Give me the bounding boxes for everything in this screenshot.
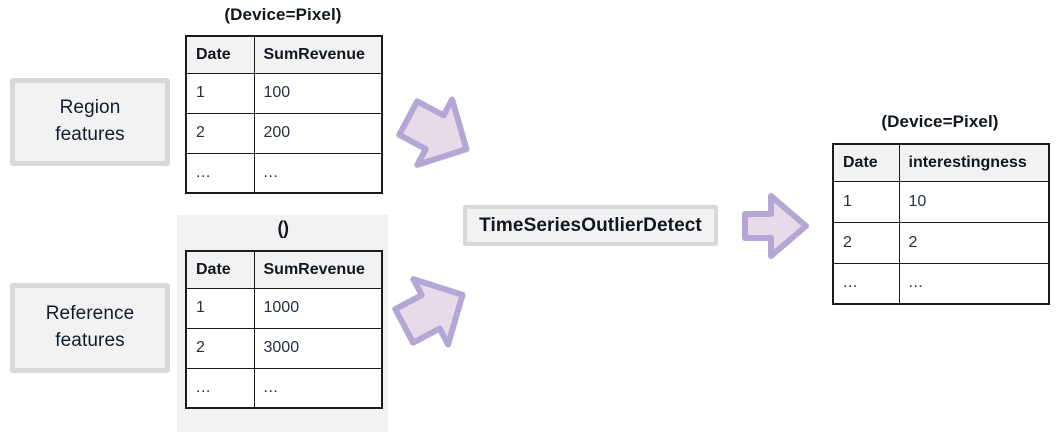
region-features-label-line2: features: [55, 124, 125, 145]
region-features-label-line1: Region: [59, 97, 121, 119]
reference-features-box: Reference features: [10, 283, 170, 373]
arrow-process-to-output: [740, 190, 812, 262]
cell-sumrevenue: 3000: [253, 327, 383, 369]
cell-date: 1: [185, 287, 255, 329]
cell-date: 1: [832, 180, 900, 223]
table-row: ... ...: [185, 152, 383, 194]
cell-date: 2: [185, 112, 255, 154]
cell-interestingness: 2: [898, 221, 1050, 264]
cell-date: 2: [185, 327, 255, 369]
table-row: 1 1000: [185, 287, 383, 329]
cell-interestingness-ellipsis: ...: [898, 262, 1050, 305]
column-header-interestingness: interestingness: [898, 143, 1050, 182]
output-table-title: (Device=Pixel): [881, 112, 999, 131]
column-header-sumrevenue: SumRevenue: [253, 35, 383, 74]
cell-sumrevenue: 200: [253, 112, 383, 154]
cell-date-ellipsis: ...: [185, 367, 255, 409]
table-row: ... ...: [185, 367, 383, 409]
table-header-row: Date SumRevenue: [185, 250, 383, 289]
table-row: 2 3000: [185, 327, 383, 369]
cell-date: 2: [832, 221, 900, 264]
table-row: 2 200: [185, 112, 383, 154]
cell-sumrevenue: 1000: [253, 287, 383, 329]
cell-date-ellipsis: ...: [185, 152, 255, 194]
column-header-date: Date: [185, 250, 255, 289]
cell-date-ellipsis: ...: [832, 262, 900, 305]
table-header-row: Date interestingness: [832, 143, 1050, 182]
cell-sumrevenue-ellipsis: ...: [253, 152, 383, 194]
region-table-title: (Device=Pixel): [224, 5, 342, 24]
cell-interestingness: 10: [898, 180, 1050, 223]
region-table: Date SumRevenue 1 100 2 200 ... ...: [185, 35, 383, 194]
column-header-date: Date: [185, 35, 255, 74]
cell-sumrevenue-ellipsis: ...: [253, 367, 383, 409]
reference-features-label-line1: Reference: [45, 303, 135, 325]
table-row: 2 2: [832, 221, 1050, 264]
cell-date: 1: [185, 72, 255, 114]
arrow-region-to-process: [396, 92, 482, 178]
column-header-sumrevenue: SumRevenue: [253, 250, 383, 289]
process-box-label: TimeSeriesOutlierDetect: [479, 214, 702, 236]
table-row: ... ...: [832, 262, 1050, 305]
process-box-timeseriesoutlierdetect: TimeSeriesOutlierDetect: [463, 205, 718, 246]
table-header-row: Date SumRevenue: [185, 35, 383, 74]
table-row: 1 100: [185, 72, 383, 114]
reference-features-label-line2: features: [55, 330, 125, 351]
reference-table-title: (): [277, 218, 290, 238]
table-row: 1 10: [832, 180, 1050, 223]
cell-sumrevenue: 100: [253, 72, 383, 114]
output-table: Date interestingness 1 10 2 2 ... ...: [832, 143, 1050, 305]
reference-table: Date SumRevenue 1 1000 2 3000 ... ...: [185, 250, 383, 409]
arrow-reference-to-process: [392, 266, 478, 352]
column-header-date: Date: [832, 143, 900, 182]
region-features-box: Region features: [10, 78, 170, 166]
